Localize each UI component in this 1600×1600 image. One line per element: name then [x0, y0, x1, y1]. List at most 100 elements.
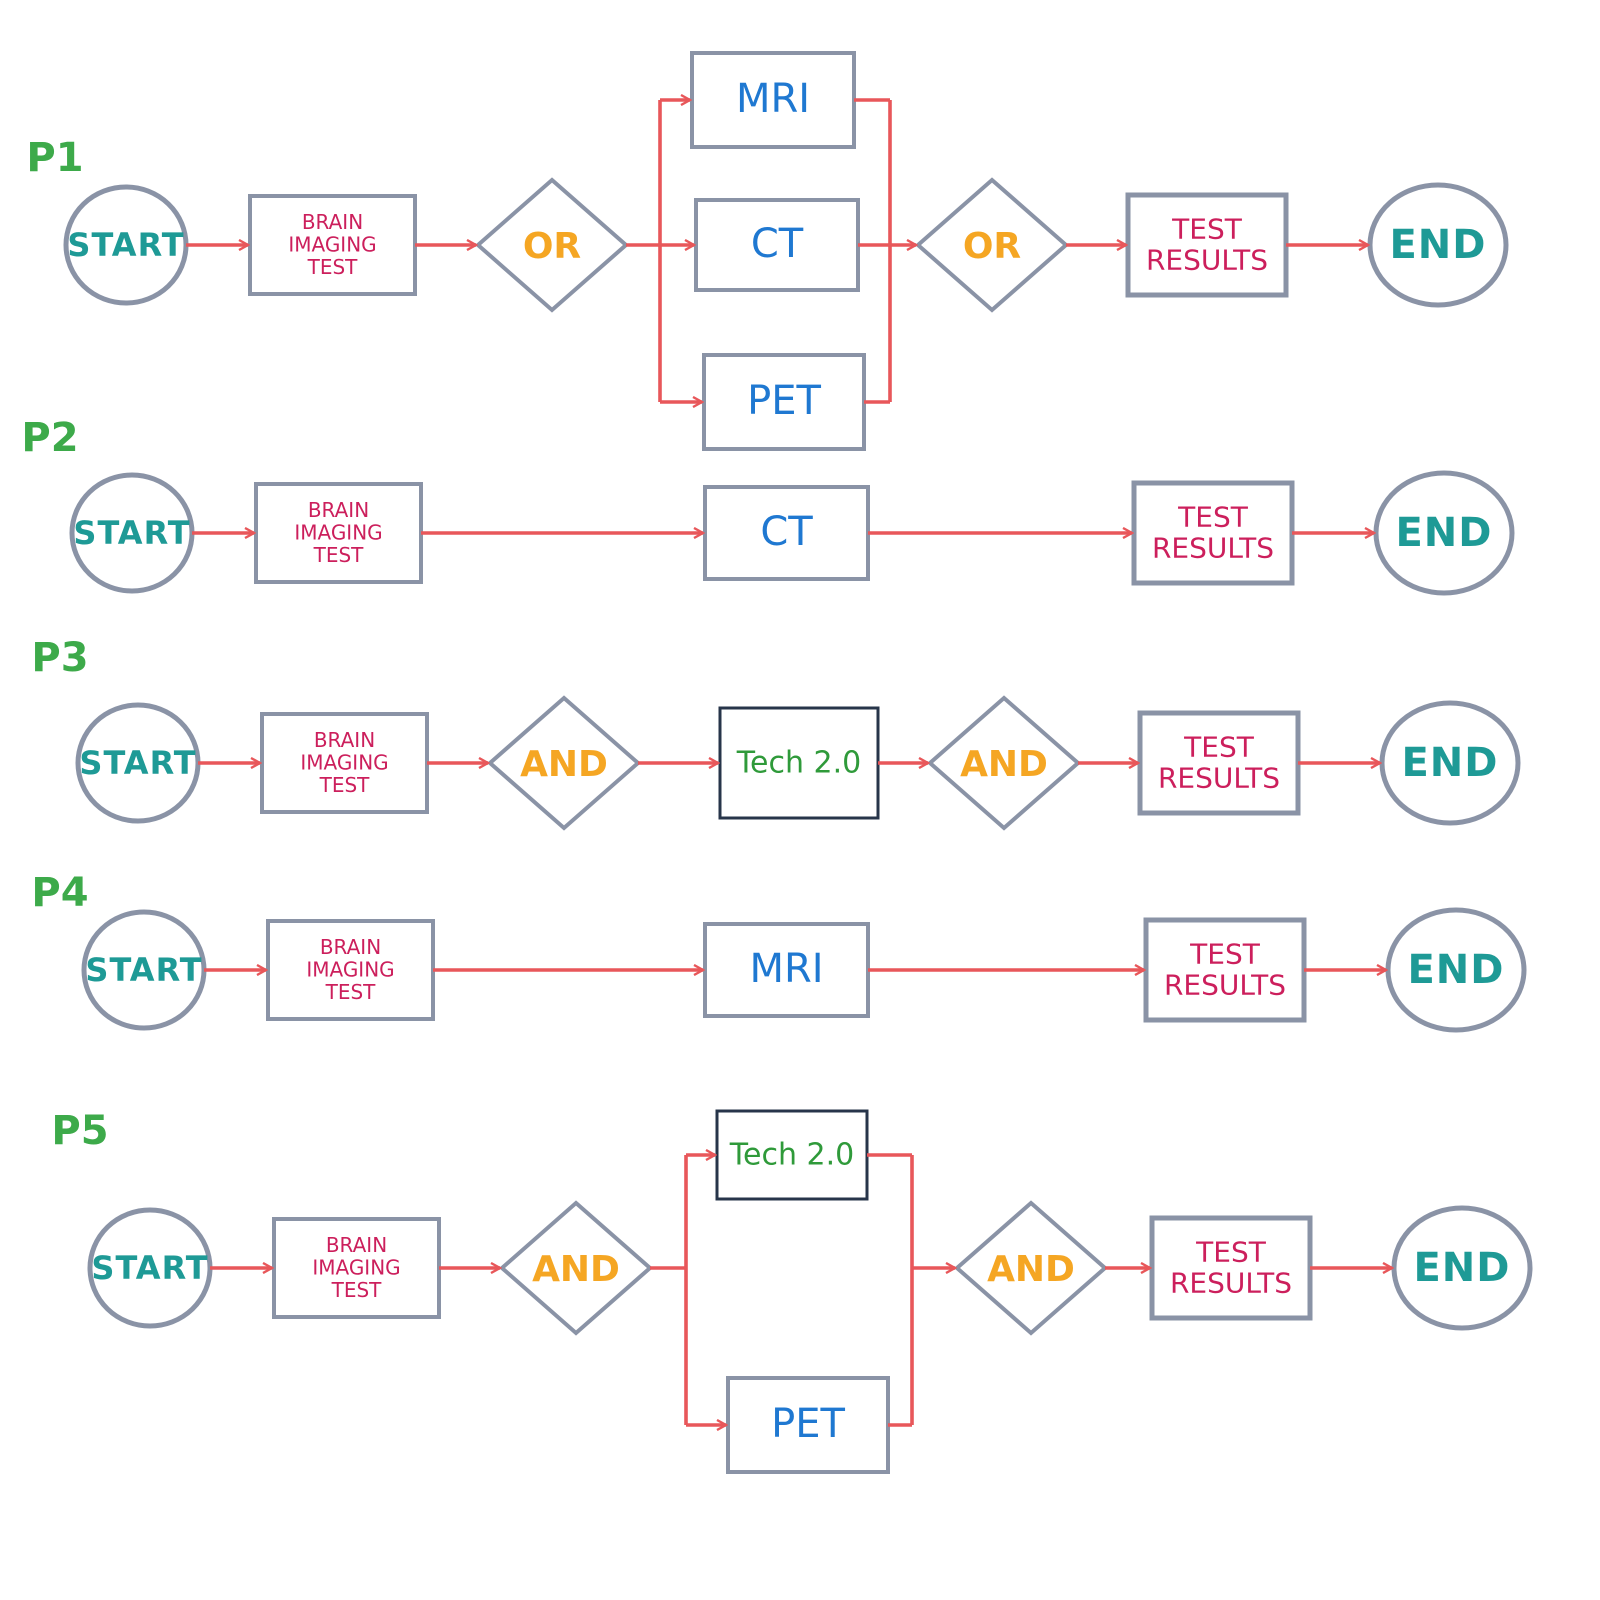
branch-box-pet: PET: [726, 1376, 890, 1474]
end-node: END: [1367, 182, 1509, 308]
process-label: P2: [21, 415, 78, 461]
start-node: START: [63, 184, 189, 306]
end-node-label: END: [1407, 947, 1504, 993]
gateway-split-shape: [474, 177, 630, 313]
start-node-label: START: [67, 226, 184, 264]
brain-imaging-test-box-label: IMAGING: [288, 233, 376, 257]
brain-imaging-test-box-label: TEST: [319, 773, 371, 797]
start-node: START: [81, 909, 207, 1031]
start-node: START: [69, 472, 195, 594]
branch-box-mri-label: MRI: [749, 946, 823, 992]
gateway-split: OR: [474, 177, 630, 313]
branch-box-mri-shape: [690, 51, 856, 149]
gateway-split: AND: [486, 695, 642, 831]
start-node-label: START: [73, 514, 190, 552]
end-node-label: END: [1395, 510, 1492, 556]
branch-box-ct-label: CT: [751, 221, 804, 267]
start-node: START: [87, 1207, 213, 1329]
branch-box-mri: MRI: [690, 51, 856, 149]
branch-box-tech-2-0-label: Tech 2.0: [729, 1138, 854, 1173]
brain-imaging-test-box-label: TEST: [325, 980, 377, 1004]
brain-imaging-test-box-label: IMAGING: [312, 1256, 400, 1280]
end-node-label: END: [1389, 222, 1486, 268]
branch-box-tech-2-0: Tech 2.0: [715, 1109, 869, 1201]
start-node-label: START: [85, 951, 202, 989]
brain-imaging-test-box-label: IMAGING: [294, 521, 382, 545]
end-node: END: [1385, 907, 1527, 1033]
brain-imaging-test-box-shape: [272, 1217, 441, 1319]
branch-box-pet: PET: [702, 353, 866, 451]
brain-imaging-test-box-label: TEST: [331, 1278, 383, 1302]
brain-imaging-test-box-label: IMAGING: [306, 958, 394, 982]
brain-imaging-test-box-label: BRAIN: [314, 728, 375, 752]
brain-imaging-test-box-shape: [254, 482, 423, 584]
brain-imaging-test-box-label: TEST: [313, 543, 365, 567]
test-results-box-shape: [1137, 710, 1301, 816]
brain-imaging-test-box-label: BRAIN: [326, 1233, 387, 1257]
branch-box-tech-2-0: Tech 2.0: [718, 706, 880, 820]
gateway-join: AND: [953, 1200, 1109, 1336]
process-label: P1: [26, 135, 83, 181]
branch-box-ct: CT: [703, 485, 870, 581]
brain-imaging-test-box-shape: [248, 194, 417, 296]
test-results-box-label: RESULTS: [1170, 1267, 1292, 1300]
gateway-split-shape: [498, 1200, 654, 1336]
end-node-shape: [1391, 1205, 1533, 1331]
end-node: END: [1379, 700, 1521, 826]
start-node-label: START: [91, 1249, 208, 1287]
end-node: END: [1373, 470, 1515, 596]
test-results-box-label: RESULTS: [1146, 244, 1268, 277]
brain-imaging-test-box-label: BRAIN: [302, 210, 363, 234]
start-node-label: START: [79, 744, 196, 782]
branch-box-pet-shape: [726, 1376, 890, 1474]
gateway-join-label: AND: [960, 744, 1048, 785]
gateway-join: AND: [926, 695, 1082, 831]
branch-box-pet-label: PET: [771, 1401, 845, 1447]
end-node-shape: [1367, 182, 1509, 308]
process-label: P4: [31, 870, 88, 916]
gateway-join-shape: [914, 177, 1070, 313]
branch-box-tech-2-0-shape: [715, 1109, 869, 1201]
end-node-shape: [1379, 700, 1521, 826]
test-results-box-label: TEST: [1189, 937, 1261, 970]
end-node-label: END: [1413, 1245, 1510, 1291]
gateway-join-label: OR: [963, 226, 1021, 267]
test-results-box-label: RESULTS: [1152, 532, 1274, 565]
brain-imaging-test-box-label: BRAIN: [308, 498, 369, 522]
gateway-join: OR: [914, 177, 1070, 313]
gateway-split-label: OR: [523, 226, 581, 267]
branch-box-ct: CT: [694, 198, 860, 292]
test-results-box-label: RESULTS: [1158, 762, 1280, 795]
brain-imaging-test-box-label: TEST: [307, 255, 359, 279]
brain-imaging-test-box-shape: [260, 712, 429, 814]
gateway-join-label: AND: [987, 1249, 1075, 1290]
process-label: P3: [31, 635, 88, 681]
gateway-join-shape: [926, 695, 1082, 831]
gateway-split: AND: [498, 1200, 654, 1336]
gateway-join-shape: [953, 1200, 1109, 1336]
gateway-split-shape: [486, 695, 642, 831]
branch-box-mri-label: MRI: [736, 76, 810, 122]
branch-box-ct-label: CT: [760, 509, 813, 555]
start-node: START: [75, 702, 201, 824]
branch-box-mri: MRI: [703, 922, 870, 1018]
end-node-label: END: [1401, 740, 1498, 786]
test-results-box-label: TEST: [1171, 212, 1243, 245]
process-label: P5: [51, 1108, 108, 1154]
end-node: END: [1391, 1205, 1533, 1331]
branch-box-tech-2-0-label: Tech 2.0: [736, 746, 861, 781]
